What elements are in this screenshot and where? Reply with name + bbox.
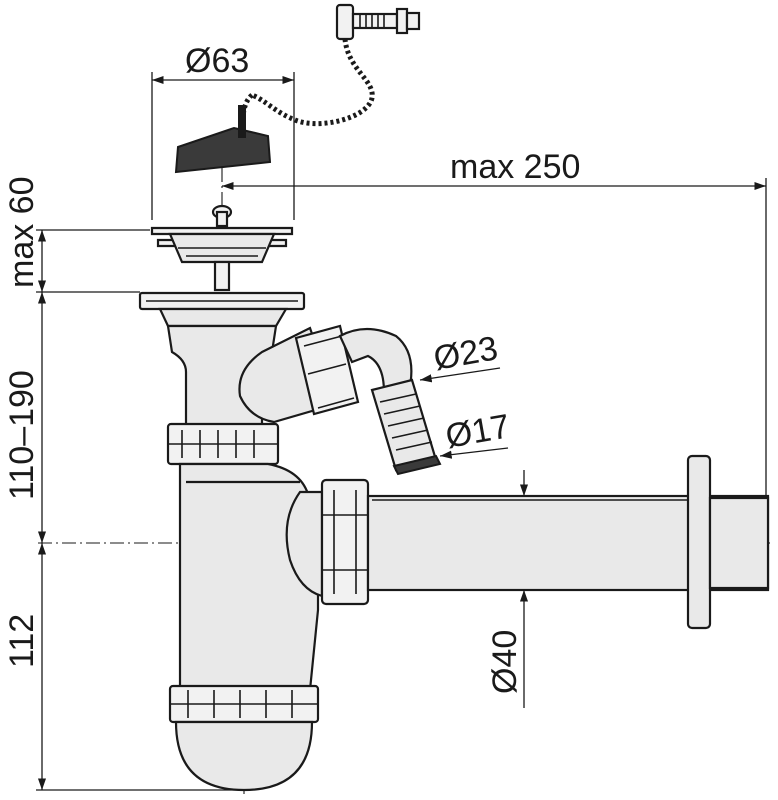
dimension-trap-height: 112 [3, 543, 244, 791]
dimension-height-range: 110–190 [3, 292, 47, 543]
upper-nut [166, 422, 280, 466]
strainer-grate [150, 204, 294, 292]
dimension-label-pipe-diameter: Ø40 [486, 630, 524, 694]
dimension-hose-outer: Ø23 [419, 329, 501, 383]
dimension-max-length: max 250 [222, 148, 767, 498]
dimension-pipe-diameter: Ø40 [486, 470, 529, 708]
sink-outlet [138, 291, 306, 432]
side-inlet [238, 324, 442, 476]
dimension-label-hose-outer: Ø23 [431, 329, 501, 378]
dimension-label-height-range: 110–190 [3, 370, 41, 500]
plug-chain [240, 3, 421, 126]
dimension-plug-diameter: Ø63 [151, 42, 295, 220]
outlet-pipe [366, 454, 770, 630]
dimension-max-height: max 60 [3, 177, 150, 293]
dimension-label-max-length: max 250 [450, 148, 580, 186]
trap-body [168, 462, 370, 792]
dimension-label-max-height: max 60 [3, 177, 41, 289]
dimension-label-plug-diameter: Ø63 [185, 42, 249, 80]
dimension-hose-inner: Ø17 [439, 407, 513, 459]
dimension-label-trap-height: 112 [3, 614, 41, 668]
rubber-plug [174, 105, 272, 174]
